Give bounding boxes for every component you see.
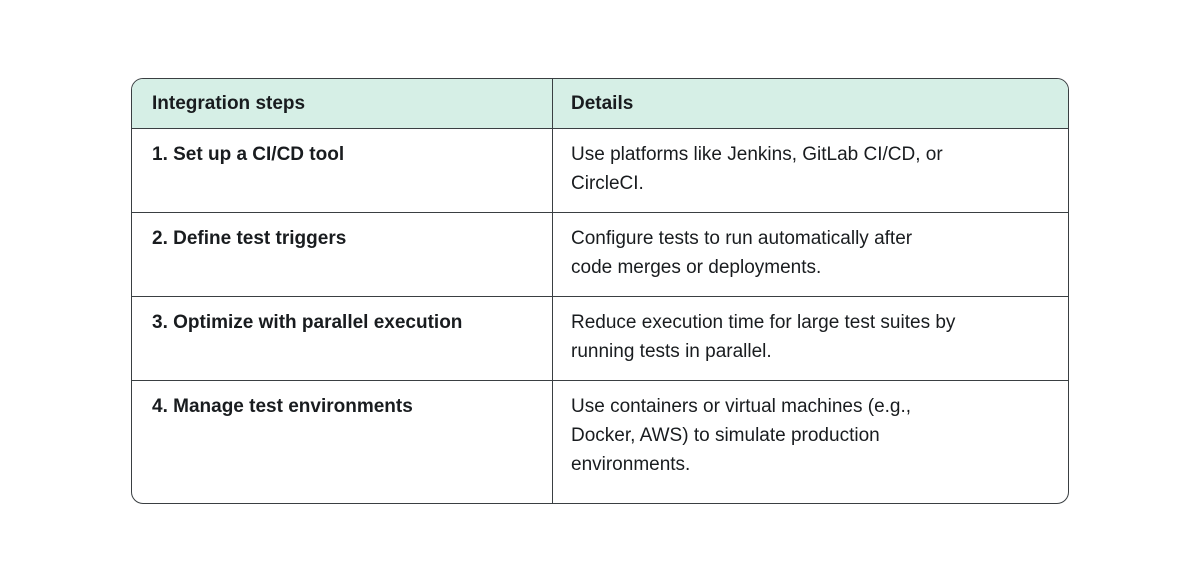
- details-cell: Configure tests to run automatically aft…: [552, 213, 1068, 296]
- step-cell: 4. Manage test environments: [152, 396, 413, 417]
- table-row: 3. Optimize with parallel execution Redu…: [132, 297, 1068, 381]
- step-cell: 1. Set up a CI/CD tool: [152, 144, 345, 165]
- integration-steps-table: Integration steps Details 1. Set up a CI…: [131, 78, 1069, 504]
- step-cell: 3. Optimize with parallel execution: [152, 312, 463, 333]
- details-cell: Reduce execution time for large test sui…: [552, 297, 1068, 380]
- header-cell-details: Details: [552, 79, 1068, 128]
- details-cell: Use platforms like Jenkins, GitLab CI/CD…: [552, 129, 1068, 212]
- header-cell-integration-steps: Integration steps: [152, 93, 306, 114]
- step-cell: 2. Define test triggers: [152, 228, 347, 249]
- details-cell: Use containers or virtual machines (e.g.…: [552, 381, 1068, 503]
- table-header-row: Integration steps Details: [132, 79, 1068, 129]
- table-row: 4. Manage test environments Use containe…: [132, 381, 1068, 503]
- table-row: 2. Define test triggers Configure tests …: [132, 213, 1068, 297]
- table-row: 1. Set up a CI/CD tool Use platforms lik…: [132, 129, 1068, 213]
